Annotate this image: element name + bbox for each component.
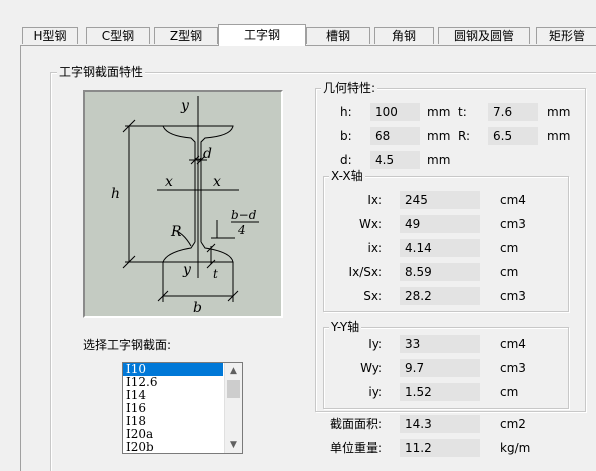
list-item[interactable]: I20b: [126, 440, 154, 454]
label-d: d: [203, 146, 212, 162]
label-R: R: [170, 224, 182, 240]
geometry-group: [315, 88, 586, 412]
geometry-title: 几何特性:: [321, 81, 378, 95]
xx-unit: cm3: [500, 289, 526, 303]
area-unit: cm2: [500, 417, 526, 431]
xx-axis-title: X-X轴: [329, 169, 365, 183]
xx-value: 8.59: [400, 263, 480, 281]
yy-value: 9.7: [400, 359, 480, 377]
yy-label: Iy:: [368, 337, 382, 351]
section-listbox[interactable]: I10 I12.6 I14 I16 I18 I20a I20b ▲ ▼: [122, 362, 243, 454]
h-unit: mm: [427, 105, 451, 119]
label-frac-num: b−d: [231, 208, 257, 222]
xx-unit: cm: [500, 265, 519, 279]
yy-value: 33: [400, 335, 480, 353]
xx-label: Ix/Sx:: [348, 265, 382, 279]
list-item[interactable]: I10: [123, 363, 223, 376]
list-item[interactable]: I16: [126, 401, 147, 415]
tab-angle[interactable]: 角钢: [374, 27, 434, 44]
yy-unit: cm3: [500, 361, 526, 375]
tab-channel[interactable]: 槽钢: [306, 27, 370, 44]
label-y-top: y: [180, 98, 190, 114]
list-scrollbar[interactable]: ▲ ▼: [224, 363, 242, 453]
tab-rect-tube[interactable]: 矩形管: [536, 27, 596, 44]
xx-label: ix:: [367, 241, 382, 255]
i-beam-drawing: y y x x h d R b t b−d 4: [111, 96, 259, 316]
t-value: 7.6: [488, 103, 538, 121]
b-label: b:: [340, 129, 352, 143]
i-beam-diagram: y y x x h d R b t b−d 4: [83, 90, 283, 318]
weight-label: 单位重量:: [330, 441, 383, 455]
tab-c-steel[interactable]: C型钢: [86, 27, 150, 44]
xx-value: 4.14: [400, 239, 480, 257]
section-group-title: 工字钢截面特性: [57, 65, 146, 79]
label-y-bottom: y: [182, 262, 192, 278]
xx-label: Ix:: [367, 193, 382, 207]
yy-value: 1.52: [400, 383, 480, 401]
scroll-up-icon[interactable]: ▲: [230, 366, 237, 376]
yy-unit: cm: [500, 385, 519, 399]
tab-bar: H型钢 C型钢 Z型钢 工字钢 槽钢 角钢 圆钢及圆管 矩形管: [0, 0, 596, 46]
tab-divider: [20, 45, 596, 46]
yy-label: Wy:: [360, 361, 382, 375]
d-unit: mm: [427, 153, 451, 167]
weight-value: 11.2: [400, 439, 480, 457]
d-value: 4.5: [370, 151, 420, 169]
yy-axis-title: Y-Y轴: [329, 320, 362, 334]
xx-label: Wx:: [358, 217, 382, 231]
t-label: t:: [458, 105, 467, 119]
select-section-label: 选择工字钢截面:: [83, 338, 172, 352]
list-item[interactable]: I12.6: [126, 375, 158, 389]
list-item[interactable]: I14: [126, 388, 147, 402]
tab-z-steel[interactable]: Z型钢: [154, 27, 218, 44]
label-x-left: x: [165, 174, 173, 190]
h-label: h:: [340, 105, 352, 119]
weight-unit: kg/m: [500, 441, 531, 455]
scroll-thumb[interactable]: [227, 380, 240, 398]
scroll-down-icon[interactable]: ▼: [230, 440, 237, 450]
xx-value: 28.2: [400, 287, 480, 305]
b-unit: mm: [427, 129, 451, 143]
b-value: 68: [370, 127, 420, 145]
label-t: t: [213, 267, 218, 281]
label-x-right: x: [213, 174, 221, 190]
xx-value: 49: [400, 215, 480, 233]
xx-value: 245: [400, 191, 480, 209]
yy-label: iy:: [368, 385, 382, 399]
label-frac-den: 4: [237, 223, 246, 237]
tab-round-tube[interactable]: 圆钢及圆管: [438, 27, 530, 44]
yy-unit: cm4: [500, 337, 526, 351]
d-label: d:: [340, 153, 352, 167]
tab-i-beam[interactable]: 工字钢: [218, 24, 306, 46]
label-b: b: [193, 300, 202, 316]
list-item[interactable]: I20a: [126, 427, 154, 441]
yy-axis-group: [323, 327, 569, 409]
h-value: 100: [370, 103, 420, 121]
xx-unit: cm: [500, 241, 519, 255]
xx-axis-group: [323, 176, 569, 312]
R-label: R:: [458, 129, 471, 143]
tab-h-steel[interactable]: H型钢: [22, 27, 78, 44]
xx-unit: cm3: [500, 217, 526, 231]
R-value: 6.5: [488, 127, 538, 145]
xx-label: Sx:: [363, 289, 382, 303]
list-item[interactable]: I18: [126, 414, 147, 428]
area-value: 14.3: [400, 415, 480, 433]
R-unit: mm: [547, 129, 571, 143]
page-border: [20, 45, 21, 471]
label-h: h: [111, 186, 120, 202]
section-properties-group: [50, 72, 596, 471]
area-label: 截面面积:: [330, 417, 383, 431]
t-unit: mm: [547, 105, 571, 119]
xx-unit: cm4: [500, 193, 526, 207]
